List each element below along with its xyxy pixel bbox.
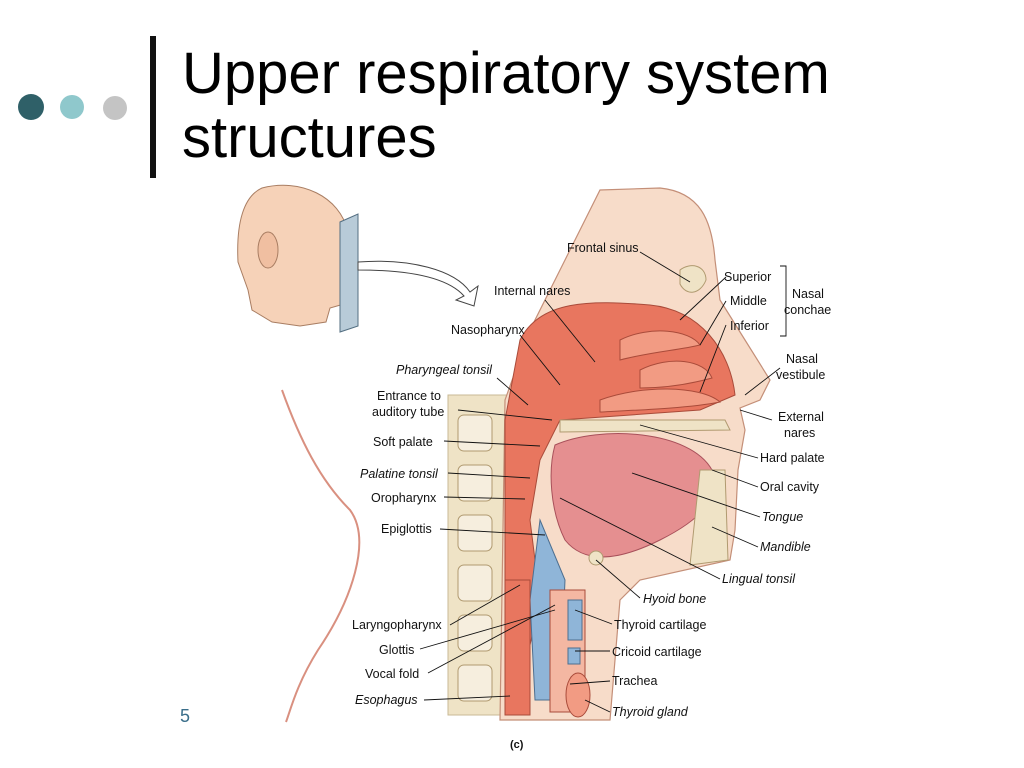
cervical-vertebrae <box>447 394 509 716</box>
label-trachea: Trachea <box>612 674 657 688</box>
decorative-dot-light <box>60 95 84 119</box>
label-vocal-fold: Vocal fold <box>365 667 419 681</box>
label-lingual-tonsil: Lingual tonsil <box>722 572 796 586</box>
label-hard-palate: Hard palate <box>760 451 825 465</box>
label-glottis: Glottis <box>379 643 414 657</box>
label-nasopharynx: Nasopharynx <box>451 323 525 337</box>
hyoid-bone-shape <box>588 550 604 566</box>
label-nasal-conchae-2: conchae <box>784 303 831 317</box>
label-entrance-auditory-tube-1: Entrance to <box>377 389 441 403</box>
inferior-concha <box>599 388 722 413</box>
cricoid-cartilage-shape <box>567 647 581 665</box>
label-thyroid-cartilage: Thyroid cartilage <box>614 618 706 632</box>
frontal-sinus-shape <box>679 265 707 293</box>
label-entrance-auditory-tube-2: auditory tube <box>372 405 444 419</box>
decorative-dot-gray <box>103 96 127 120</box>
label-oral-cavity: Oral cavity <box>760 480 820 494</box>
esophagus-shape <box>504 579 531 716</box>
label-soft-palate: Soft palate <box>373 435 433 449</box>
label-inferior: Inferior <box>730 319 769 333</box>
tongue-shape <box>550 433 715 558</box>
label-pharyngeal-tonsil: Pharyngeal tonsil <box>396 363 493 377</box>
label-nasal-vestibule-2: vestibule <box>776 368 825 382</box>
thyroid-cartilage-shape <box>567 599 583 641</box>
figure-label: (c) <box>510 739 524 751</box>
label-nasal-conchae-1: Nasal <box>792 287 824 301</box>
label-external-nares-1: External <box>778 410 824 424</box>
decorative-dot-dark <box>18 94 44 120</box>
label-palatine-tonsil: Palatine tonsil <box>360 467 439 481</box>
label-frontal-sinus: Frontal sinus <box>567 241 639 255</box>
label-nasal-vestibule-1: Nasal <box>786 352 818 366</box>
middle-concha <box>639 360 713 389</box>
leader-lines <box>419 251 787 713</box>
label-external-nares-2: nares <box>784 426 815 440</box>
page-number: 5 <box>180 706 191 726</box>
neck-outline <box>281 389 361 723</box>
label-thyroid-gland: Thyroid gland <box>612 705 689 719</box>
label-mandible: Mandible <box>760 540 811 554</box>
mandible-shape <box>689 469 729 566</box>
label-hyoid-bone: Hyoid bone <box>643 592 706 606</box>
slide-title: Upper respiratory system structures <box>182 41 830 170</box>
label-cricoid-cartilage: Cricoid cartilage <box>612 645 702 659</box>
title-divider <box>150 36 156 178</box>
label-internal-nares: Internal nares <box>494 284 570 298</box>
head-inset <box>237 184 479 333</box>
label-epiglottis: Epiglottis <box>381 522 432 536</box>
label-superior: Superior <box>724 270 771 284</box>
thyroid-gland-shape <box>565 672 591 718</box>
label-laryngopharynx: Laryngopharynx <box>352 618 442 632</box>
superior-concha <box>619 330 701 361</box>
label-oropharynx: Oropharynx <box>371 491 437 505</box>
label-tongue: Tongue <box>762 510 803 524</box>
label-esophagus: Esophagus <box>355 693 418 707</box>
label-middle: Middle <box>730 294 767 308</box>
